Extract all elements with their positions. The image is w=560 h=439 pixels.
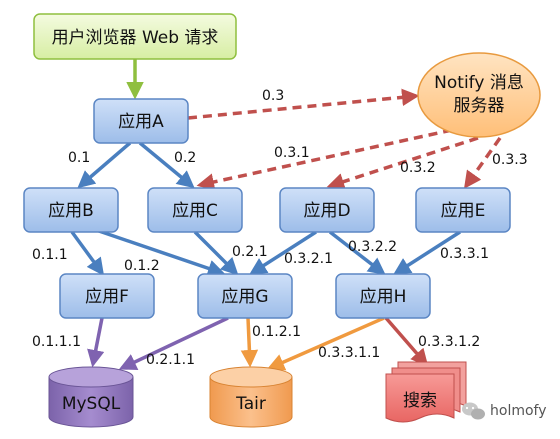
edge-h-search <box>384 316 429 367</box>
edge-label-a-b: 0.1 <box>68 150 90 166</box>
app-node-c: 应用C <box>147 187 243 233</box>
app-g-label: 应用G <box>221 287 268 307</box>
watermark-text: holmofy <box>490 403 547 419</box>
edge-b-f <box>70 230 105 276</box>
app-e-label: 应用E <box>441 201 486 221</box>
edge-f-mysql <box>87 317 105 368</box>
edge-notify-e <box>463 136 502 189</box>
edge-label-h-tair: 0.3.3.1.1 <box>318 345 380 361</box>
edge-notify-d <box>326 136 479 191</box>
app-node-b: 应用B <box>23 187 119 233</box>
app-b-label: 应用B <box>48 201 94 221</box>
edge-d-h <box>328 230 386 276</box>
edge-label-d-g: 0.3.2.1 <box>284 251 333 267</box>
app-node-d: 应用D <box>279 187 375 233</box>
search-documents-icon: 搜索 <box>385 361 467 423</box>
app-node-e: 应用E <box>415 187 511 233</box>
app-h-label: 应用H <box>360 287 407 307</box>
edge-label-g-mysql: 0.2.1.1 <box>146 352 195 368</box>
edges <box>70 59 502 371</box>
mysql-label: MySQL <box>62 394 121 414</box>
mysql-database-icon: MySQL <box>48 366 134 428</box>
search-label: 搜索 <box>403 391 437 411</box>
app-node-h: 应用H <box>335 273 431 319</box>
app-f-label: 应用F <box>85 287 129 307</box>
notify-label-line2: 服务器 <box>454 96 505 116</box>
edge-notify-c <box>196 128 453 191</box>
edge-a-c <box>138 141 195 189</box>
tair-database-icon: Tair <box>209 366 293 428</box>
wechat-icon <box>462 402 485 420</box>
edge-label-notify-e: 0.3.3 <box>492 152 528 168</box>
notify-label-line1: Notify 消息 <box>434 73 524 93</box>
edge-g-tair <box>240 317 259 368</box>
edge-label-g-tair: 0.1.2.1 <box>252 324 301 340</box>
request-label: 用户浏览器 Web 请求 <box>52 28 219 48</box>
app-c-label: 应用C <box>172 201 218 221</box>
edge-label-b-g: 0.1.2 <box>124 258 160 274</box>
edge-e-h <box>393 230 461 275</box>
edge-label-e-h: 0.3.3.1 <box>440 246 489 262</box>
request-node: 用户浏览器 Web 请求 <box>33 13 237 60</box>
app-node-a: 应用A <box>93 98 189 144</box>
edge-c-g <box>193 230 239 276</box>
edge-a-notify <box>187 88 420 120</box>
edge-labels: 0.3 0.3.1 0.3.2 0.3.3 0.1 0.2 0.1.1 0.1.… <box>32 88 528 368</box>
edge-label-f-mysql: 0.1.1.1 <box>32 334 81 350</box>
watermark: holmofy <box>462 402 547 420</box>
edge-label-h-search: 0.3.3.1.2 <box>418 334 480 350</box>
tair-label: Tair <box>235 394 266 414</box>
app-node-f: 应用F <box>59 273 155 319</box>
notify-server-node: Notify 消息 服务器 <box>417 52 541 138</box>
app-a-label: 应用A <box>118 112 164 132</box>
app-d-label: 应用D <box>303 201 350 221</box>
app-node-g: 应用G <box>197 273 293 319</box>
edge-a-b <box>77 141 132 189</box>
edge-g-mysql <box>118 316 229 370</box>
edge-label-c-g: 0.2.1 <box>232 244 268 260</box>
edge-label-b-f: 0.1.1 <box>32 247 68 263</box>
edge-label-notify-c: 0.3.1 <box>274 145 310 161</box>
edge-label-a-c: 0.2 <box>174 150 196 166</box>
edge-h-tair <box>266 316 385 371</box>
edge-label-notify-d: 0.3.2 <box>400 160 436 176</box>
edge-d-g <box>249 230 317 275</box>
edge-b-g <box>95 228 226 277</box>
edge-label-d-h: 0.3.2.2 <box>348 239 397 255</box>
edge-label-a-notify: 0.3 <box>262 88 284 104</box>
